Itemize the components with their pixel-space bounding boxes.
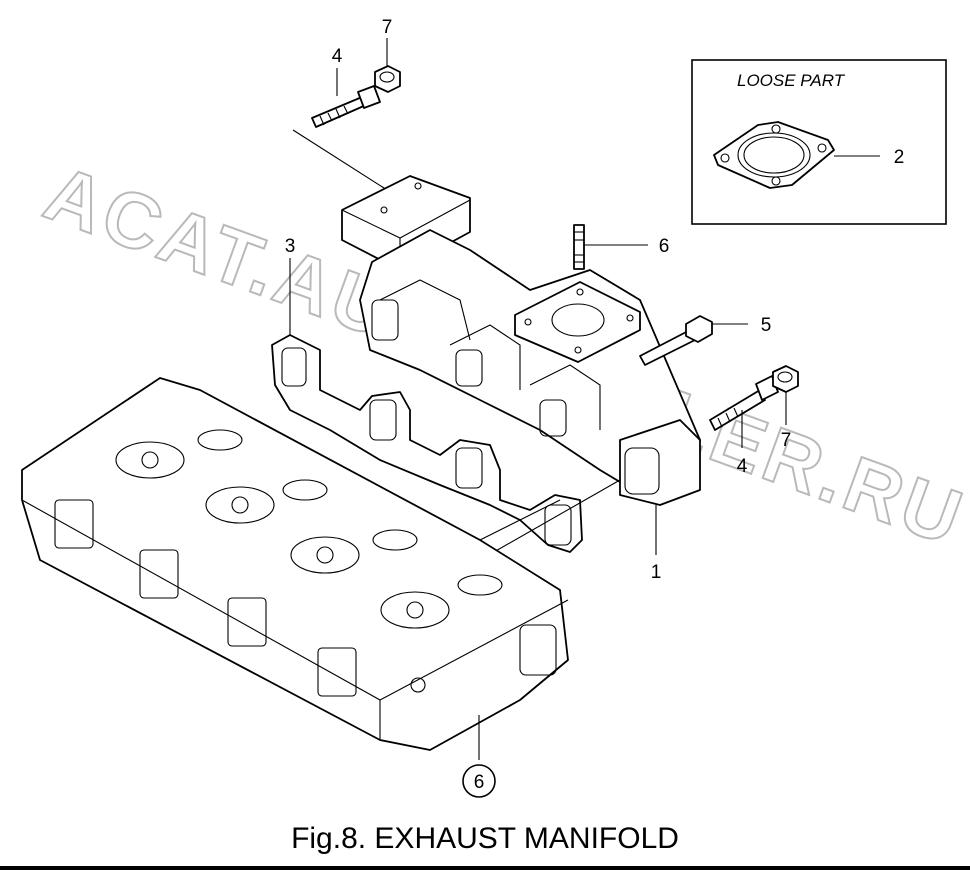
exhaust-manifold bbox=[341, 175, 701, 506]
callout-7-top: 7 bbox=[382, 17, 393, 38]
stud bbox=[573, 224, 585, 270]
callout-7-right: 7 bbox=[781, 430, 792, 451]
loose-gasket bbox=[713, 121, 835, 189]
callout-6-ref: 6 bbox=[474, 772, 485, 793]
callout-4-top: 4 bbox=[332, 46, 343, 67]
loose-part-inset: LOOSE PART 2 bbox=[691, 59, 947, 225]
alignment-line-lower bbox=[479, 479, 621, 561]
inset-frame bbox=[691, 59, 947, 225]
nut-right bbox=[772, 365, 799, 393]
callout-4-lower: 4 bbox=[737, 456, 748, 477]
callout-6-stud: 6 bbox=[659, 236, 670, 257]
alignment-line-top bbox=[292, 129, 396, 196]
callout-2: 2 bbox=[894, 147, 905, 168]
figure-caption: Fig.8. EXHAUST MANIFOLD bbox=[291, 822, 679, 855]
manifold-gasket bbox=[271, 334, 583, 553]
callout-1: 1 bbox=[651, 562, 662, 583]
inset-title: LOOSE PART bbox=[737, 71, 846, 90]
callout-5: 5 bbox=[761, 315, 772, 336]
nut-top bbox=[374, 65, 401, 93]
bolt-right bbox=[639, 315, 713, 366]
cylinder-head bbox=[21, 377, 569, 751]
callout-3: 3 bbox=[285, 236, 296, 257]
bottom-rule bbox=[0, 866, 970, 870]
callout-6-ref-circle bbox=[462, 764, 496, 798]
bolt-top bbox=[311, 85, 381, 128]
